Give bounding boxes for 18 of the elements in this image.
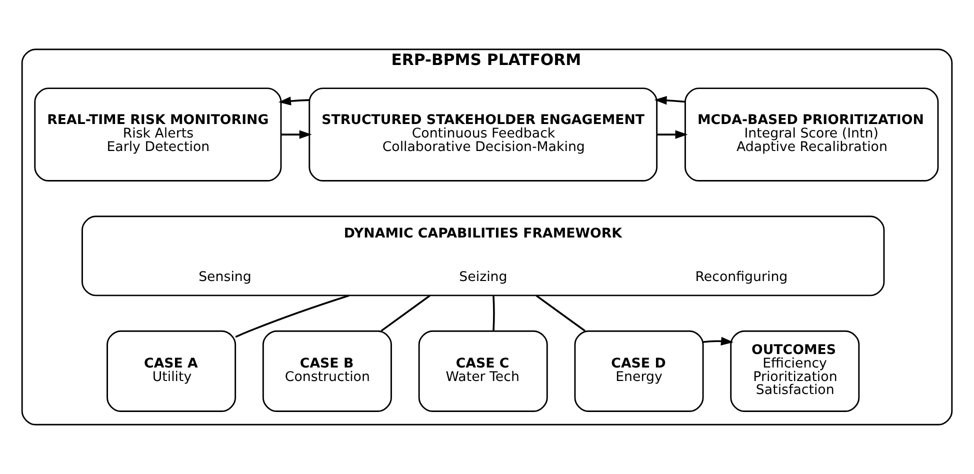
node-box: CASE D Energy — [574, 330, 704, 412]
arrow — [278, 96, 310, 106]
node-box: STRUCTURED STAKEHOLDER ENGAGEMENT Continuous Feedback Collaborative Decision-Making — [308, 88, 658, 182]
node-box: CASE B Construction — [262, 330, 392, 412]
arrow — [703, 336, 734, 346]
connector — [235, 294, 350, 338]
arrow — [656, 130, 688, 139]
connector — [380, 294, 430, 332]
node-box: MCDA-BASED PRIORITIZATION Integral Score (Intn) Adaptive Recalibration — [684, 88, 939, 182]
connector — [536, 294, 586, 332]
node-box: OUTCOMES Efficiency Prioritization Satisfaction — [730, 330, 860, 412]
arrow — [281, 130, 312, 139]
node-box: CASE C Water Tech — [418, 330, 548, 412]
node-box: REAL-TIME RISK MONITORING Risk Alerts Early Detection — [34, 88, 282, 182]
arrow — [654, 96, 686, 105]
node-box: DYNAMIC CAPABILITIES FRAMEWORK Sensing Seizing Reconfiguring — [82, 216, 885, 296]
node-box: CASE A Utility — [106, 330, 236, 412]
connector — [492, 296, 495, 331]
